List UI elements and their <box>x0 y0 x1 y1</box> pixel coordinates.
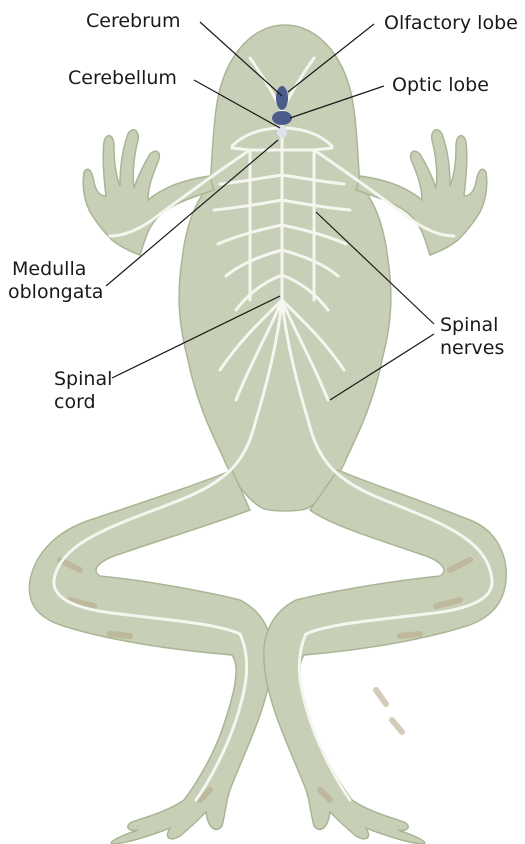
frog-left-leg <box>29 470 272 844</box>
frog-body <box>29 25 506 844</box>
label-spinal-cord-line2: cord <box>54 391 96 413</box>
brain-optic-lobe <box>272 111 292 125</box>
label-medulla-line2: oblongata <box>8 281 103 303</box>
label-spinal-cord-line1: Spinal <box>54 368 112 390</box>
label-optic-lobe: Optic lobe <box>392 74 489 96</box>
label-medulla-line1: Medulla <box>12 258 86 280</box>
label-olfactory-lobe: Olfactory lobe <box>384 12 518 34</box>
label-cerebellum: Cerebellum <box>68 67 177 89</box>
label-spinal-nerves-line2: nerves <box>440 337 504 359</box>
label-spinal-nerves-line1: Spinal <box>440 314 498 336</box>
brain-cerebrum <box>276 86 288 110</box>
label-cerebrum: Cerebrum <box>86 10 180 32</box>
